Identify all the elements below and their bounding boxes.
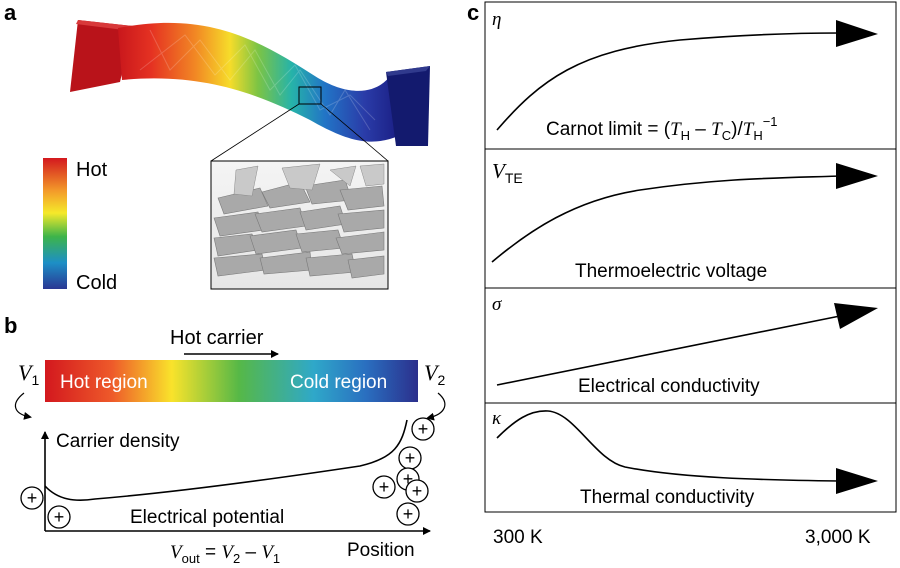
electrical-conductivity-symbol: σ	[492, 294, 502, 315]
ribbon-facets	[139, 29, 376, 131]
plus-charge	[47, 505, 71, 529]
hot-carrier-label: Hot carrier	[170, 327, 264, 349]
plus-sign: +	[54, 507, 65, 527]
efficiency-curve	[496, 32, 841, 131]
plus-charge	[411, 417, 435, 441]
temperature-start-label: 300 K	[493, 527, 543, 548]
plus-charge	[396, 502, 420, 526]
cold-region-label: Cold region	[290, 372, 387, 393]
zoom-line-right	[320, 103, 389, 162]
microstructure-inset	[210, 160, 389, 290]
thermal-conductivity-caption: Thermal conductivity	[580, 487, 755, 508]
flake-stack	[213, 179, 385, 279]
heated-ribbon	[70, 20, 430, 162]
v1-curved-arrow	[14, 392, 32, 420]
flake-tops	[233, 163, 385, 197]
thermal-conductivity-curve	[496, 410, 841, 482]
hot-contact-top	[76, 20, 133, 30]
plus-sign: +	[418, 419, 429, 439]
plus-charge	[405, 479, 429, 503]
electrical-potential-label: Electrical potential	[130, 507, 284, 528]
temperature-end-label: 3,000 K	[805, 527, 871, 548]
carnot-limit-caption: Carnot limit = (TH – TC)/TH−1	[546, 114, 778, 143]
carrier-density-curve	[44, 419, 408, 502]
position-label: Position	[347, 540, 415, 561]
plus-sign: +	[379, 477, 390, 497]
charge-signs: + + + + + + + +	[27, 419, 429, 527]
electrical-conductivity-arrowhead	[834, 303, 878, 329]
thermoelectric-voltage-arrowhead	[836, 163, 878, 189]
plus-sign: +	[405, 448, 416, 468]
colorbar-hot-label: Hot	[76, 159, 108, 181]
v2-label: V2	[424, 360, 445, 388]
hot-region-label: Hot region	[60, 372, 148, 393]
electrical-conductivity-line	[496, 315, 841, 386]
plus-charge	[372, 475, 396, 499]
plus-sign: +	[27, 488, 38, 508]
panel-c-frame	[484, 1, 897, 513]
thermal-conductivity-arrowhead	[836, 468, 878, 494]
v2-curved-arrow	[426, 392, 446, 421]
panel-b-letter: b	[4, 313, 17, 338]
thermal-conductivity-symbol: κ	[492, 408, 502, 429]
thermoelectric-voltage-caption: Thermoelectric voltage	[575, 261, 767, 282]
temperature-bar	[45, 360, 418, 402]
charge-markers	[20, 417, 435, 529]
ribbon-body	[118, 22, 398, 142]
v1-label: V1	[18, 360, 39, 388]
plus-charge	[20, 486, 44, 510]
temperature-colorbar: Hot Cold	[43, 158, 117, 294]
zoom-line-left	[210, 103, 300, 162]
plus-sign: +	[412, 481, 423, 501]
cold-contact-block	[386, 66, 430, 146]
panel-a-letter: a	[4, 0, 17, 25]
plus-sign: +	[403, 469, 414, 489]
efficiency-symbol: η	[492, 9, 501, 30]
thermoelectric-voltage-symbol: VTE	[492, 159, 523, 186]
efficiency-arrowhead	[836, 20, 878, 47]
colorbar-gradient	[43, 158, 67, 289]
carrier-density-label: Carrier density	[56, 431, 180, 452]
panel-c-letter: c	[467, 0, 479, 25]
cold-contact-top	[386, 66, 430, 76]
thermoelectric-voltage-curve	[491, 175, 841, 263]
plus-sign: +	[403, 504, 414, 524]
electrical-conductivity-caption: Electrical conductivity	[578, 376, 760, 397]
hot-contact-block	[70, 20, 133, 92]
zoom-region-box	[298, 86, 322, 105]
vout-equation: Vout = V2 – V1	[170, 542, 280, 566]
colorbar-cold-label: Cold	[76, 272, 117, 294]
